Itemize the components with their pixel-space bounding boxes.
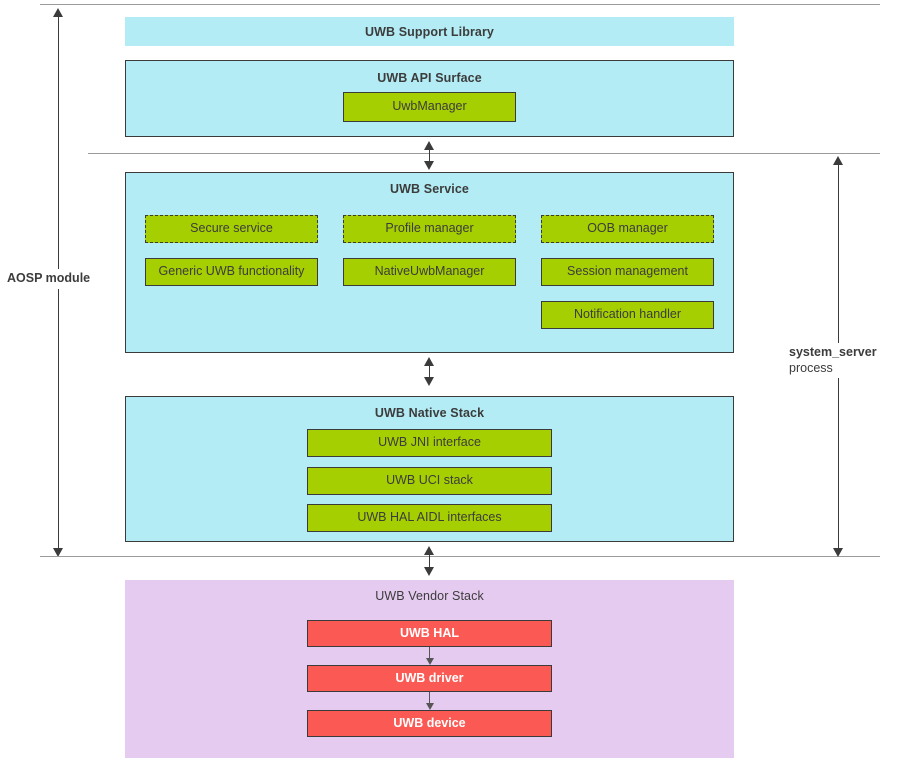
component-oob-manager-label: OOB manager	[587, 221, 668, 236]
component-uwb-uci-stack-label: UWB UCI stack	[386, 473, 473, 488]
service-native-arrow-head-top	[424, 357, 434, 366]
component-uwb-uci-stack[interactable]: UWB UCI stack	[307, 467, 552, 495]
component-notification-handler-label: Notification handler	[573, 307, 681, 322]
component-uwb-jni-interface[interactable]: UWB JNI interface	[307, 429, 552, 457]
native-vendor-arrow-line	[429, 553, 430, 568]
component-uwb-hal-aidl-interfaces-label: UWB HAL AIDL interfaces	[357, 510, 502, 525]
top-boundary-rule	[40, 4, 880, 5]
layer-uwb-service-title: UWB Service	[390, 182, 469, 196]
layer-vendor-stack-title: UWB Vendor Stack	[375, 589, 484, 603]
component-oob-manager[interactable]: OOB manager	[541, 215, 714, 243]
aosp-module-label: AOSP module	[4, 269, 94, 289]
layer-api-surface-title: UWB API Surface	[377, 71, 482, 85]
component-uwb-jni-interface-label: UWB JNI interface	[378, 435, 481, 450]
system-server-label-regular: process	[789, 360, 833, 375]
component-secure-service-label: Secure service	[190, 221, 273, 236]
component-profile-manager[interactable]: Profile manager	[343, 215, 516, 243]
layer-support-library-title: UWB Support Library	[365, 25, 494, 39]
component-secure-service[interactable]: Secure service	[145, 215, 318, 243]
service-native-arrow-head-bottom	[424, 377, 434, 386]
layer-native-stack-title: UWB Native Stack	[374, 406, 485, 420]
native-vendor-arrow-head-bottom	[424, 567, 434, 576]
component-session-management-label: Session management	[567, 264, 688, 279]
api-service-boundary-rule	[88, 153, 880, 154]
system-server-arrow-head-top	[833, 156, 843, 165]
component-profile-manager-label: Profile manager	[385, 221, 474, 236]
component-uwb-device-label: UWB device	[393, 715, 466, 730]
component-uwb-manager[interactable]: UwbManager	[343, 92, 516, 122]
aosp-module-label-text: AOSP module	[7, 271, 91, 285]
api-service-arrow-head-top	[424, 141, 434, 150]
system-server-label: system_server process	[786, 343, 880, 379]
driver-to-device-arrow-line	[429, 692, 430, 704]
service-native-arrow-line	[429, 364, 430, 378]
native-vendor-arrow-head-top	[424, 546, 434, 555]
component-generic-uwb-functionality[interactable]: Generic UWB functionality	[145, 258, 318, 286]
component-uwb-manager-label: UwbManager	[392, 99, 467, 114]
component-uwb-hal-label: UWB HAL	[399, 625, 459, 640]
hal-to-driver-arrow-line	[429, 647, 430, 659]
component-uwb-device[interactable]: UWB device	[307, 710, 552, 737]
system-server-label-bold: system_server	[789, 345, 877, 359]
native-vendor-boundary-rule	[40, 556, 880, 557]
component-uwb-hal[interactable]: UWB HAL	[307, 620, 552, 647]
layer-support-library: UWB Support Library	[125, 17, 734, 46]
component-generic-uwb-functionality-label: Generic UWB functionality	[158, 264, 305, 279]
component-uwb-driver[interactable]: UWB driver	[307, 665, 552, 692]
component-native-uwb-manager-label: NativeUwbManager	[374, 264, 485, 279]
hal-to-driver-arrow-head	[425, 658, 434, 665]
driver-to-device-arrow-head	[425, 703, 434, 710]
component-uwb-driver-label: UWB driver	[395, 670, 464, 685]
system-server-arrow-head-bottom	[833, 548, 843, 557]
component-uwb-hal-aidl-interfaces[interactable]: UWB HAL AIDL interfaces	[307, 504, 552, 532]
api-service-arrow-head-bottom	[424, 161, 434, 170]
aosp-arrow-head-top	[53, 8, 63, 17]
component-session-management[interactable]: Session management	[541, 258, 714, 286]
aosp-arrow-head-bottom	[53, 548, 63, 557]
api-service-arrow-line	[429, 148, 430, 162]
component-native-uwb-manager[interactable]: NativeUwbManager	[343, 258, 516, 286]
component-notification-handler[interactable]: Notification handler	[541, 301, 714, 329]
